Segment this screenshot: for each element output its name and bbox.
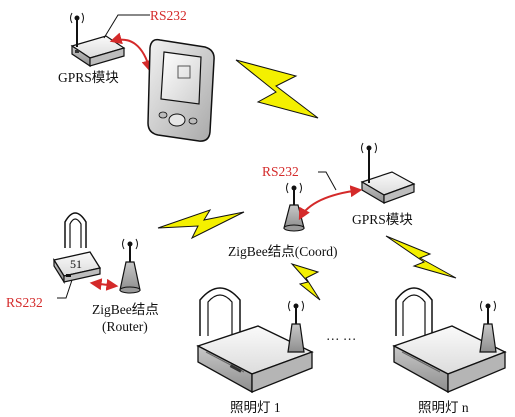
- callout-line-top: [103, 14, 150, 39]
- gprs-label-mid: GPRS模块: [352, 212, 413, 227]
- lampn-label: 照明灯 n: [418, 400, 469, 415]
- serial-link-mid: [298, 185, 363, 221]
- wireless-link-bolt-down: [290, 262, 321, 301]
- wireless-link-bolt-top: [235, 59, 319, 119]
- callout-line-mid: [318, 171, 337, 191]
- lamp-unit-n: [392, 287, 507, 394]
- rs232-label-top: RS232: [150, 8, 187, 23]
- pda-device: [147, 38, 215, 142]
- mcu-label-51: 51: [70, 257, 82, 271]
- serial-link-top: [109, 32, 154, 73]
- zigbee-router-node: [119, 238, 141, 294]
- rs232-label-left: RS232: [6, 295, 43, 310]
- lamp-unit-1: [196, 287, 314, 394]
- gprs-label-top: GPRS模块: [58, 70, 119, 85]
- router-label-line2: (Router): [102, 319, 148, 334]
- ellipsis: … …: [326, 328, 356, 343]
- lamp-left: [64, 212, 87, 248]
- callout-line-left: [57, 279, 73, 299]
- wireless-link-bolt-left: [157, 209, 245, 240]
- rs232-label-mid: RS232: [262, 164, 299, 179]
- wireless-link-bolt-right: [385, 235, 457, 279]
- zigbee-coord-node: [283, 182, 305, 232]
- mcu-board-51: [52, 251, 102, 285]
- router-label-line1: ZigBee结点: [92, 302, 159, 317]
- serial-link-left: [89, 278, 119, 291]
- gprs-module-mid: [360, 142, 416, 205]
- coord-label: ZigBee结点(Coord): [228, 244, 337, 259]
- lamp1-label: 照明灯 1: [230, 400, 281, 415]
